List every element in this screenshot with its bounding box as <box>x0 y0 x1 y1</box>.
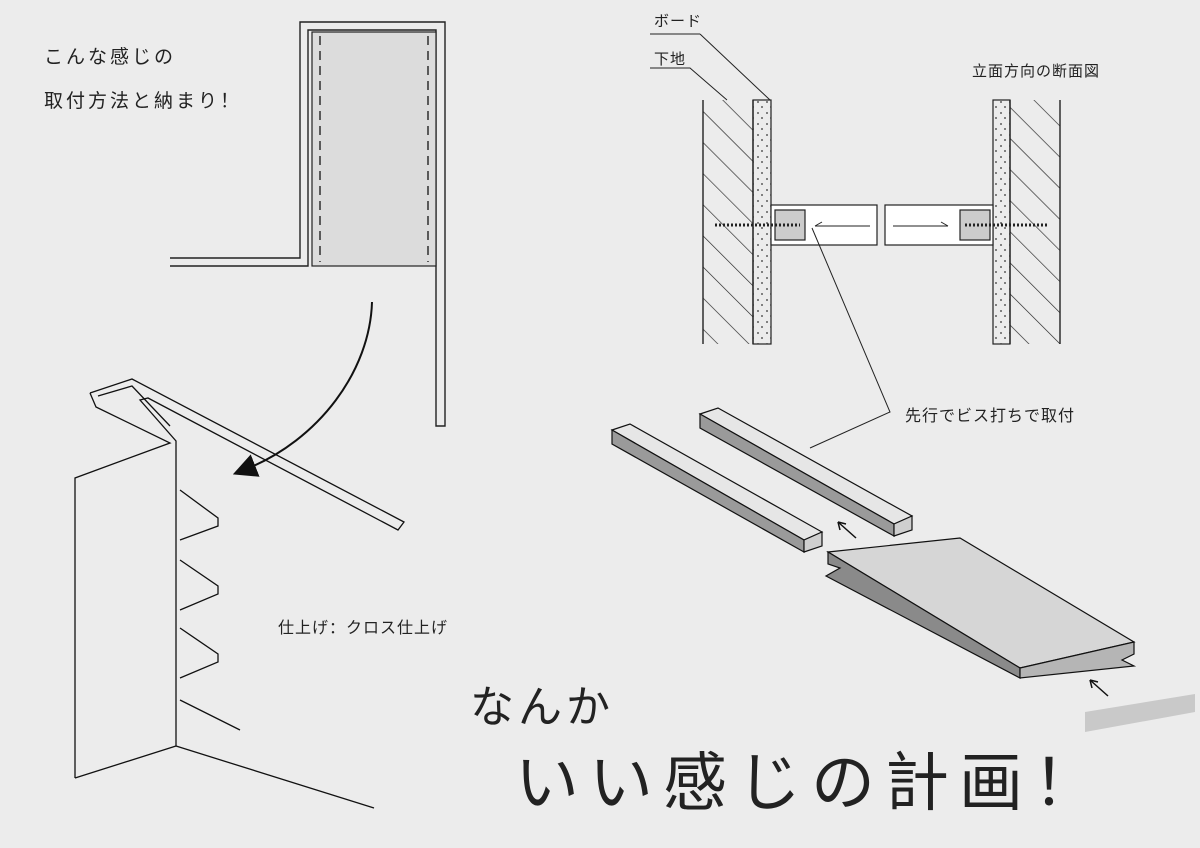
headline-line-1: なんか <box>470 682 614 733</box>
plan-view <box>170 21 446 427</box>
label-board: ボード <box>654 12 703 30</box>
label-base: 下地 <box>654 50 687 68</box>
section-view <box>650 33 1061 449</box>
headline-line-2: いい感じの計画！ <box>515 747 1107 821</box>
note-finish: 仕上げ：クロス仕上げ <box>278 618 449 637</box>
curved-arrow <box>232 301 373 477</box>
intro-line-1: こんな感じの <box>44 46 177 68</box>
intro-line-2: 取付方法と納まり！ <box>44 90 243 112</box>
isometric-niche <box>74 378 405 809</box>
isometric-rails <box>610 407 1195 732</box>
note-screw: 先行でビス打ちで取付 <box>905 406 1076 425</box>
section-title: 立面方向の断面図 <box>972 62 1101 80</box>
